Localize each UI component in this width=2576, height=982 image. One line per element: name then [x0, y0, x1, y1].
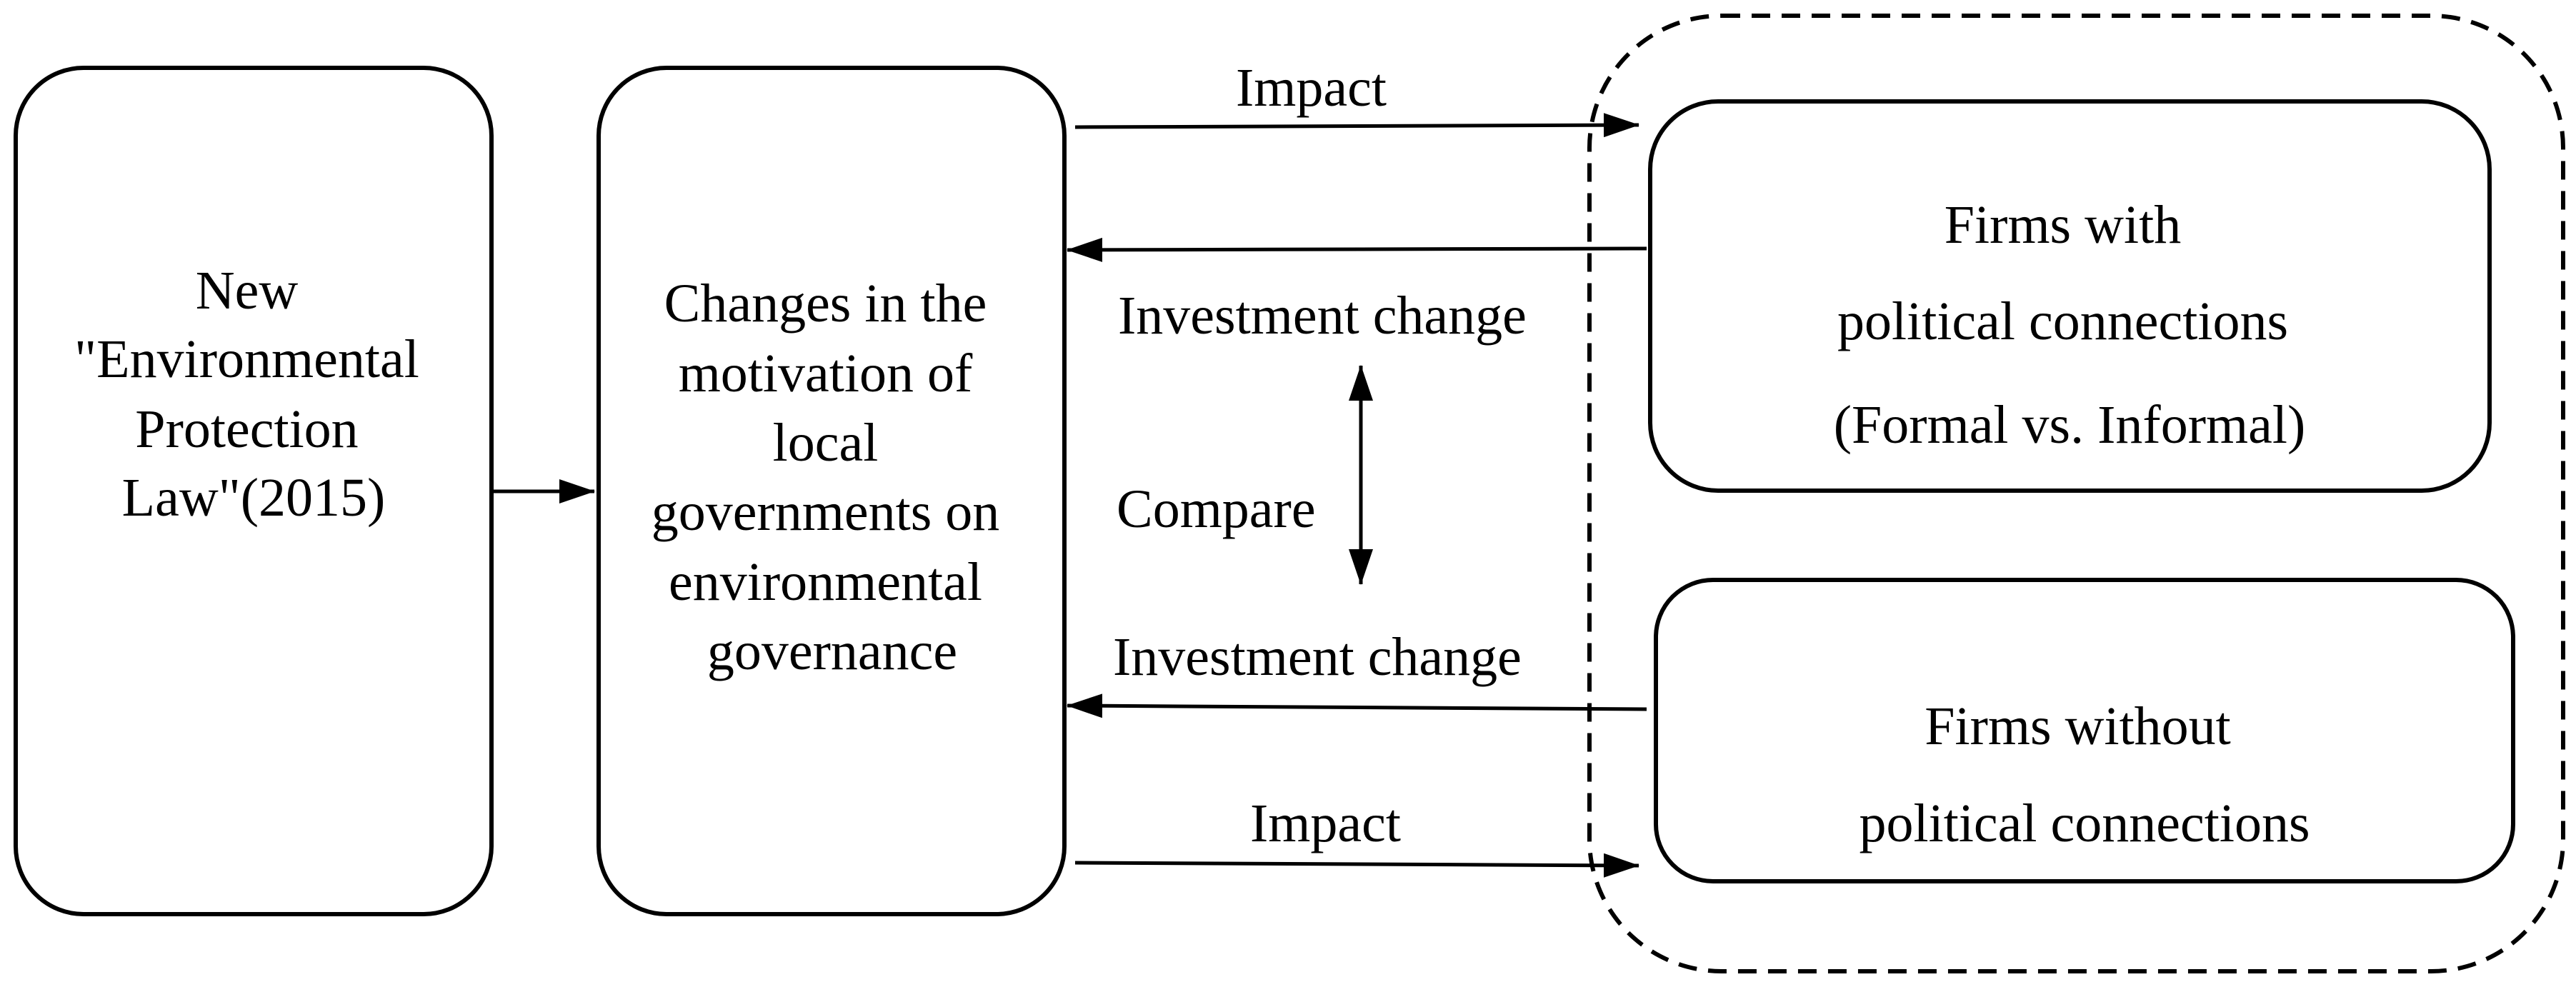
investment-top-arrow	[1067, 237, 1647, 262]
firms-with-line-2: political connections	[1837, 291, 2288, 351]
firms-group-dashed-border	[1587, 14, 2565, 973]
firms-with-text: Firms with political connections (Formal…	[1834, 195, 2306, 455]
impact-bottom-arrow	[1074, 853, 1639, 878]
motivation-line-2: motivation of	[679, 344, 973, 404]
law-node: New "Environmental Protection Law"(2015)	[14, 66, 494, 916]
firms-with-node: Firms with political connections (Formal…	[1648, 99, 2492, 493]
motivation-line-5: environmental	[669, 552, 982, 612]
motivation-text: Changes in the motivation of local gover…	[652, 274, 1014, 681]
firms-without-box	[1654, 578, 2515, 883]
firms-without-node: Firms without political connections	[1654, 578, 2515, 883]
law-line-3: Protection	[135, 399, 358, 459]
firms-without-line-1: Firms without	[1924, 696, 2231, 756]
firms-without-line-2: political connections	[1859, 793, 2310, 853]
investment-top-label: Investment change	[1118, 286, 1527, 346]
motivation-line-4: governments on	[652, 482, 1000, 542]
firms-with-line-3: (Formal vs. Informal)	[1834, 395, 2306, 455]
motivation-node: Changes in the motivation of local gover…	[596, 66, 1067, 916]
law-line-1: New	[196, 261, 299, 321]
compare-label: Compare	[1117, 479, 1316, 539]
motivation-line-3: local	[773, 413, 879, 473]
law-line-2: "Environmental	[74, 329, 419, 389]
firms-with-line-1: Firms with	[1945, 195, 2182, 255]
law-line-4: Law"(2015)	[122, 468, 386, 528]
investment-bottom-label: Investment change	[1113, 627, 1522, 687]
impact-bottom-label: Impact	[1250, 793, 1401, 853]
law-text: New "Environmental Protection Law"(2015)	[74, 261, 433, 528]
firms-with-box	[1648, 99, 2492, 493]
investment-bottom-arrow	[1067, 693, 1647, 718]
firms-without-text: Firms without political connections	[1859, 696, 2310, 853]
impact-top-arrow	[1074, 113, 1639, 138]
motivation-line-1: Changes in the	[664, 274, 987, 334]
impact-top-label: Impact	[1236, 58, 1387, 118]
motivation-box	[596, 66, 1067, 916]
motivation-line-6: governance	[707, 621, 957, 681]
